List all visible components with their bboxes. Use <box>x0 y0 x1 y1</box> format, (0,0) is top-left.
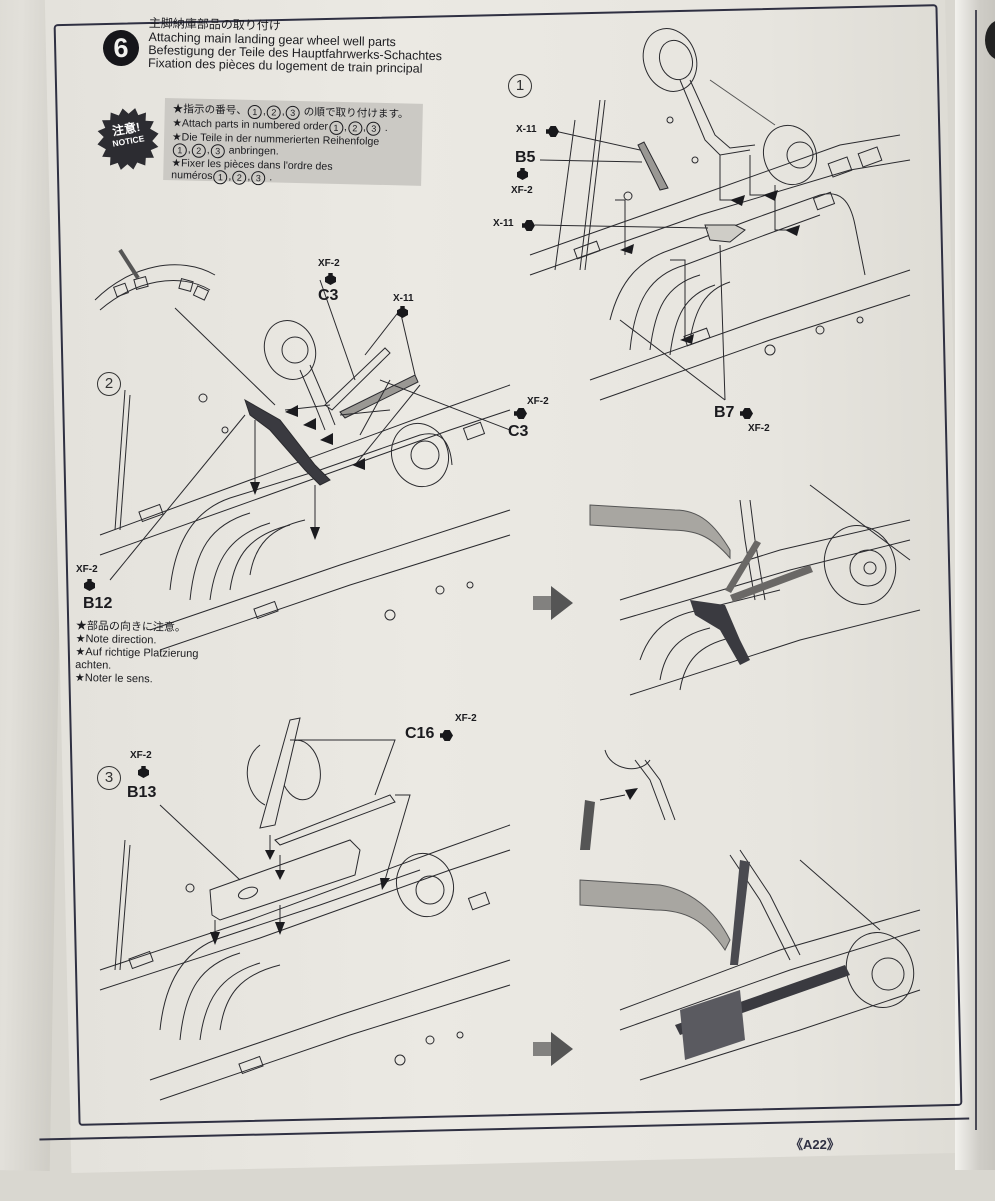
next-step-badge-edge <box>985 20 995 60</box>
right-adjacent-page <box>955 0 995 1170</box>
circled-number: 3 <box>285 105 300 121</box>
circled-number: 1 <box>172 143 187 158</box>
notice-line-text: . <box>384 121 388 135</box>
paint-drop-icon <box>517 168 528 180</box>
circled-number: 3 <box>251 170 266 186</box>
part-label-c3: C3 <box>508 423 529 440</box>
part-label-b12: B12 <box>83 595 113 612</box>
circled-number: 1 <box>247 104 263 120</box>
substep-3-drawing <box>99 717 511 1101</box>
paint-code-xf2: XF-2 <box>511 185 533 196</box>
step-title: 主脚納庫部品の取り付け Attaching main landing gear … <box>148 16 443 76</box>
substep-2-drawing <box>94 248 511 651</box>
paint-code-xf2: XF-2 <box>130 750 152 761</box>
paint-code-x11: X-11 <box>516 124 537 135</box>
paint-drop-icon <box>740 408 753 419</box>
circled-number: 2 <box>232 170 247 185</box>
part-label-b7: B7 <box>714 404 735 421</box>
paint-drop-icon <box>325 273 336 285</box>
part-label-b5: B5 <box>515 149 536 166</box>
substep-3-result-drawing <box>579 749 921 1081</box>
circled-number: 2 <box>266 105 281 120</box>
part-label-c3: C3 <box>318 287 339 304</box>
notice-star-icon: ★ <box>171 157 182 170</box>
substep-2-result-drawing <box>589 484 921 696</box>
notice-star-icon: ★ <box>172 103 184 116</box>
circled-number: 1 <box>213 170 228 185</box>
notice-line-text: numéros <box>171 169 213 183</box>
notice-line-text: Attach parts in numbered order <box>181 117 329 133</box>
right-page-frame <box>975 10 995 1130</box>
paint-code-x11: X-11 <box>393 293 414 304</box>
paint-drop-icon <box>514 408 527 419</box>
paint-code-xf2: XF-2 <box>318 258 340 269</box>
substep-3-marker: 3 <box>97 766 121 790</box>
notice-line-text: anbringen. <box>228 144 279 158</box>
notice-star-icon: ★ <box>171 131 182 144</box>
paint-drop-icon <box>440 730 453 741</box>
circled-number: 2 <box>347 121 363 136</box>
page-code: 《A22》 <box>790 1137 840 1152</box>
part-label-b13: B13 <box>127 784 157 801</box>
paint-drop-icon <box>84 579 95 591</box>
paint-code-xf2: XF-2 <box>748 423 770 434</box>
paint-code-x11: X-11 <box>493 218 514 229</box>
result-arrow-icon <box>533 1032 573 1066</box>
paint-drop-icon <box>546 126 559 137</box>
substep-1-drawing <box>529 28 911 401</box>
paint-code-xf2: XF-2 <box>527 396 549 407</box>
notice-star-icon: ★ <box>172 117 183 130</box>
substep-1-marker: 1 <box>508 74 532 98</box>
paint-code-xf2: XF-2 <box>76 564 98 575</box>
paint-drop-icon <box>397 306 408 318</box>
circled-number: 3 <box>366 121 381 136</box>
notice-box: ★指示の番号、1,2,3 の順で取り付けます。★Attach parts in … <box>163 98 423 186</box>
paint-drop-icon <box>138 766 149 778</box>
circled-number: 3 <box>210 144 225 159</box>
direction-note-fr: ★Noter le sens. <box>74 671 153 686</box>
circled-number: 1 <box>328 120 344 136</box>
notice-line-text: の順で取り付けます。 <box>303 106 409 121</box>
direction-note: ★部品の向きに注意。 ★Note direction. ★Auf richtig… <box>75 620 199 687</box>
substep-2-marker: 2 <box>97 372 121 396</box>
paint-drop-icon <box>522 220 535 231</box>
result-arrow-icon <box>533 586 573 620</box>
notice-line-text: 指示の番号、 <box>183 103 248 117</box>
part-label-c16: C16 <box>405 725 435 742</box>
paint-code-xf2: XF-2 <box>455 713 477 724</box>
notice-line-text: . <box>269 171 273 184</box>
circled-number: 2 <box>191 143 206 158</box>
